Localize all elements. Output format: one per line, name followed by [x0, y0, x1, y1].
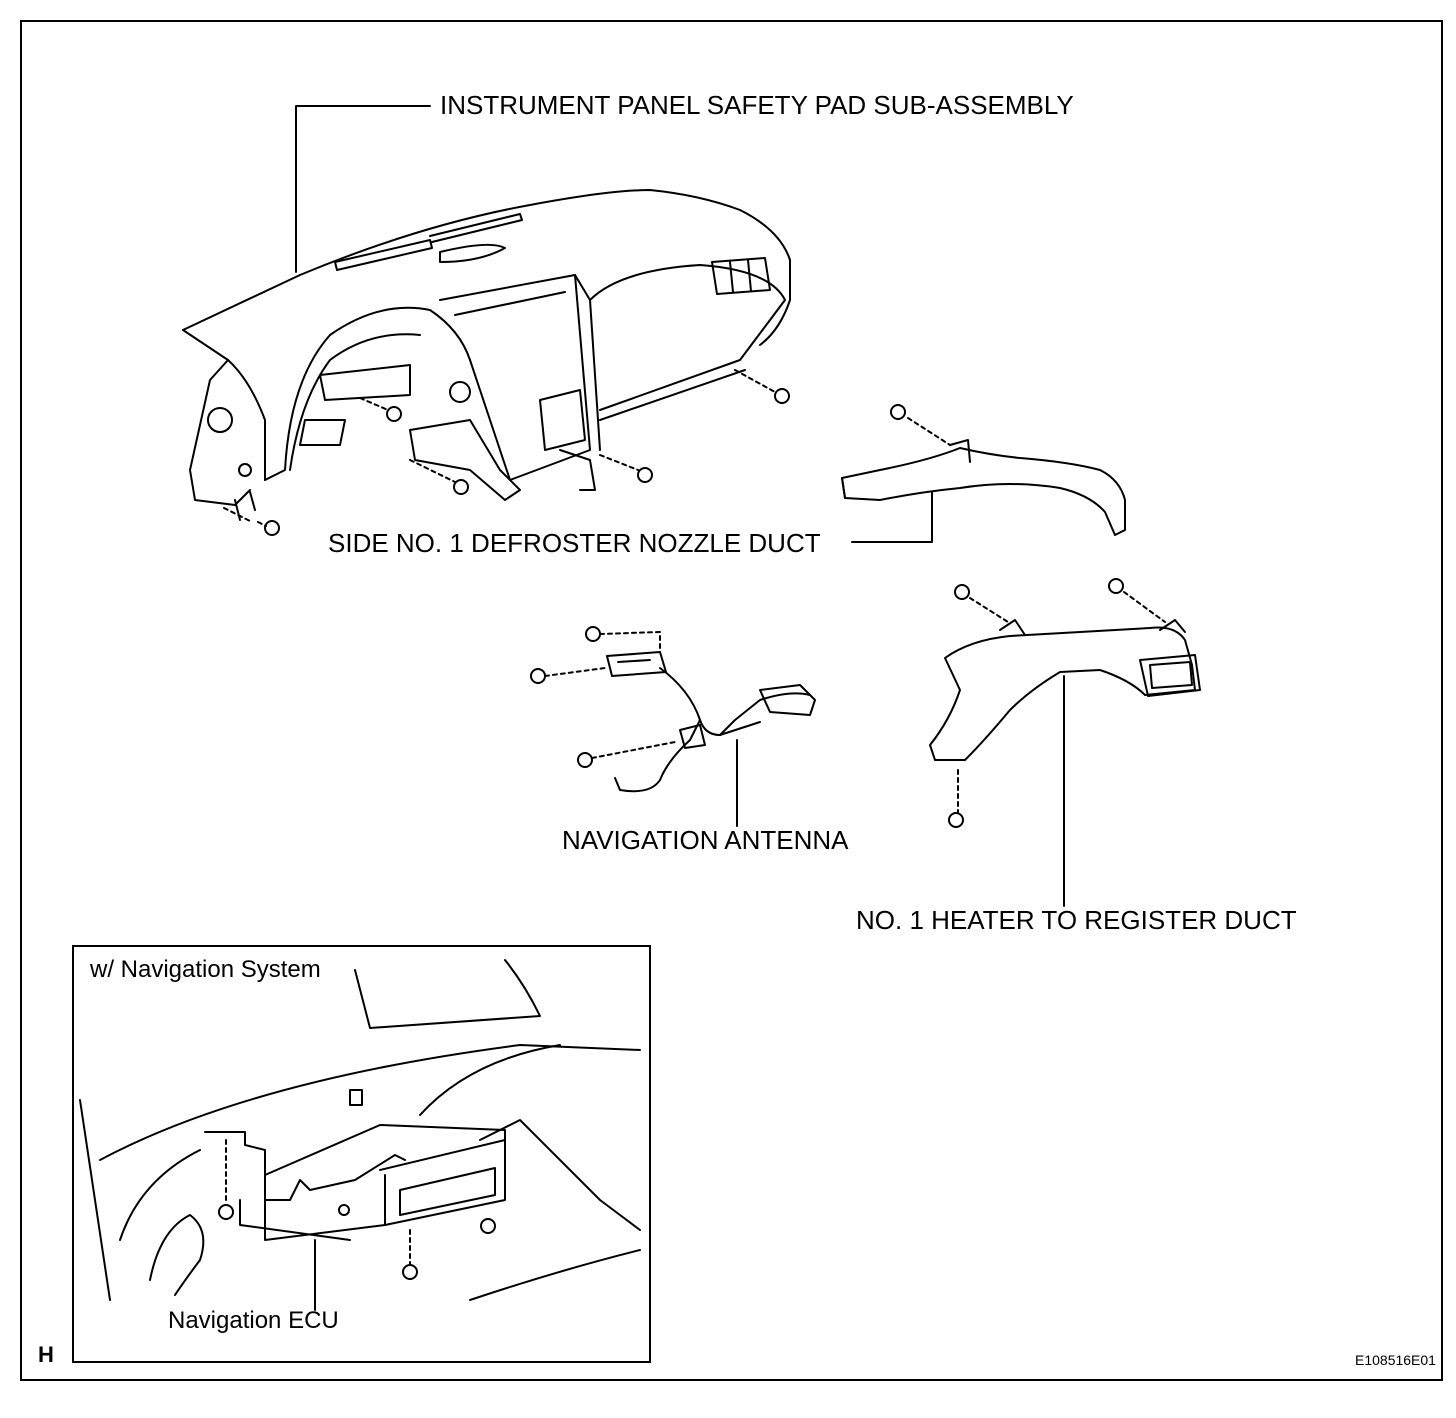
- inset-title: w/ Navigation System: [90, 956, 321, 983]
- nav-antenna-drawing: [530, 626, 816, 793]
- figure-id: E108516E01: [1355, 1352, 1436, 1368]
- nav-ecu-drawing: [79, 959, 641, 1301]
- label-safety-pad: INSTRUMENT PANEL SAFETY PAD SUB-ASSEMBLY: [440, 90, 1074, 120]
- leader-line-safety-pad: [295, 105, 431, 273]
- leader-line-defroster: [851, 491, 933, 543]
- bolt-icon: [223, 369, 790, 536]
- label-nav-ecu: Navigation ECU: [168, 1307, 339, 1334]
- label-nav-antenna: NAVIGATION ANTENNA: [562, 825, 849, 855]
- heater-duct-drawing: [929, 578, 1201, 828]
- instrument-panel-drawing: [182, 189, 791, 521]
- label-defroster-duct: SIDE NO. 1 DEFROSTER NOZZLE DUCT: [328, 528, 821, 558]
- defroster-duct-drawing: [841, 404, 1126, 536]
- label-heater-duct: NO. 1 HEATER TO REGISTER DUCT: [856, 905, 1297, 935]
- inset-navigation-system: [72, 945, 651, 1363]
- corner-mark: H: [38, 1342, 54, 1367]
- figure-frame: [20, 20, 1443, 1381]
